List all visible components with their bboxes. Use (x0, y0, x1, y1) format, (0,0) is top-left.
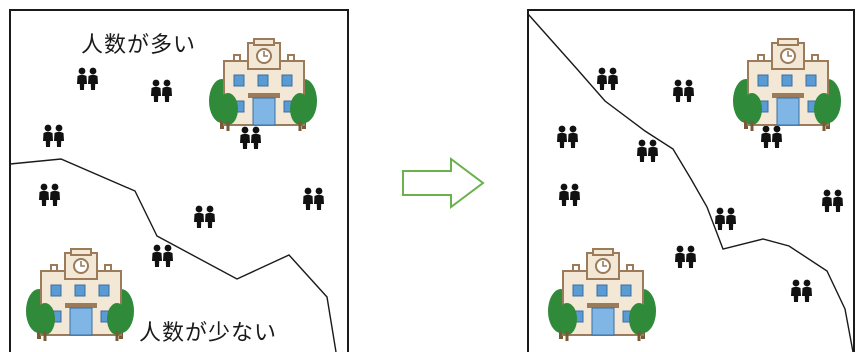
people-icon (557, 126, 578, 148)
right-arrow-icon (401, 157, 485, 209)
people-icon (637, 140, 658, 162)
people-icon (675, 246, 696, 268)
label-many-people: 人数が多い (81, 27, 196, 59)
right-panel (527, 9, 855, 352)
people-icon (303, 188, 324, 210)
people-icon (822, 190, 843, 212)
school-icon-bottom (548, 249, 656, 341)
school-icon-top (733, 39, 841, 131)
people-icon (152, 245, 173, 267)
left-panel: 人数が多い 人数が少ない (9, 9, 349, 352)
people-icon (43, 125, 64, 147)
people-icon (715, 208, 736, 230)
people-icon (761, 126, 782, 148)
school-icon-top (209, 39, 317, 131)
people-icon (673, 80, 694, 102)
people-icon (791, 280, 812, 302)
people-icon (151, 80, 172, 102)
school-icon-bottom (26, 249, 134, 341)
label-few-people: 人数が少ない (139, 315, 277, 347)
people-icon (194, 206, 215, 228)
right-panel-frame (527, 9, 855, 352)
left-panel-frame (9, 9, 349, 352)
people-icon (240, 127, 261, 149)
people-icon (39, 184, 60, 206)
people-icon (559, 184, 580, 206)
people-icon (77, 68, 98, 90)
people-icon (597, 68, 618, 90)
